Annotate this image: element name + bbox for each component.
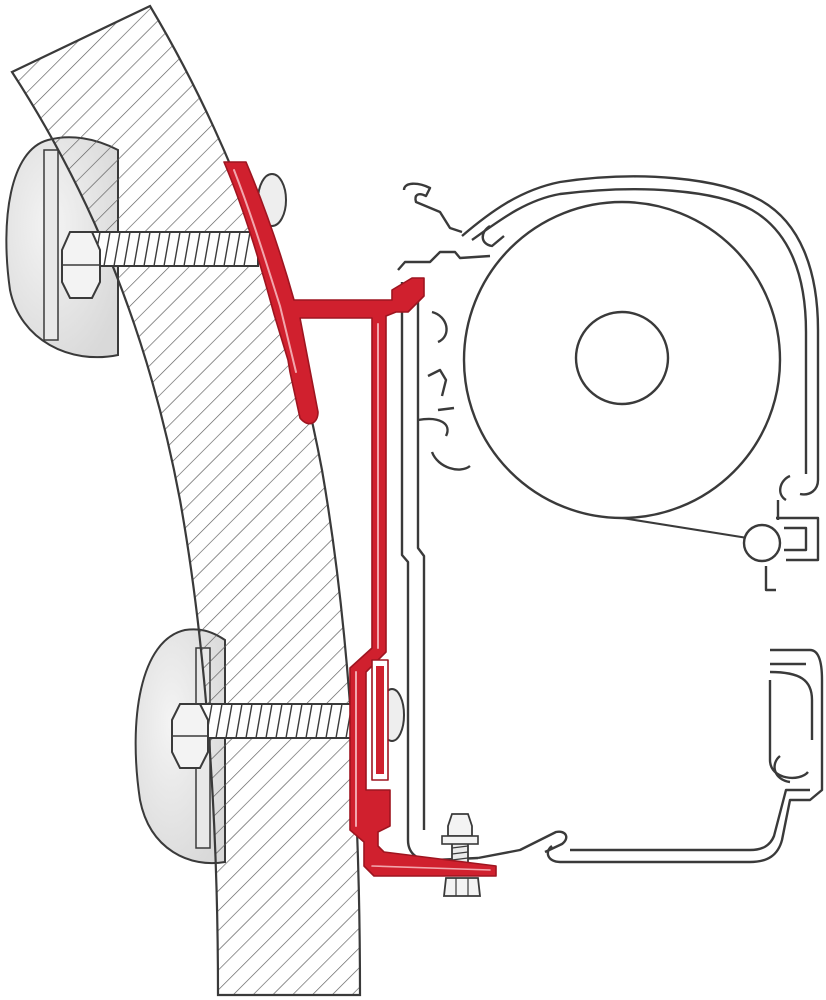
bottom-bolt [441,813,568,897]
roller-axle [574,310,670,406]
front-bar [546,500,824,864]
guide-roller [742,523,782,563]
awning-casing [461,175,820,502]
adapter-bracket [223,161,497,877]
